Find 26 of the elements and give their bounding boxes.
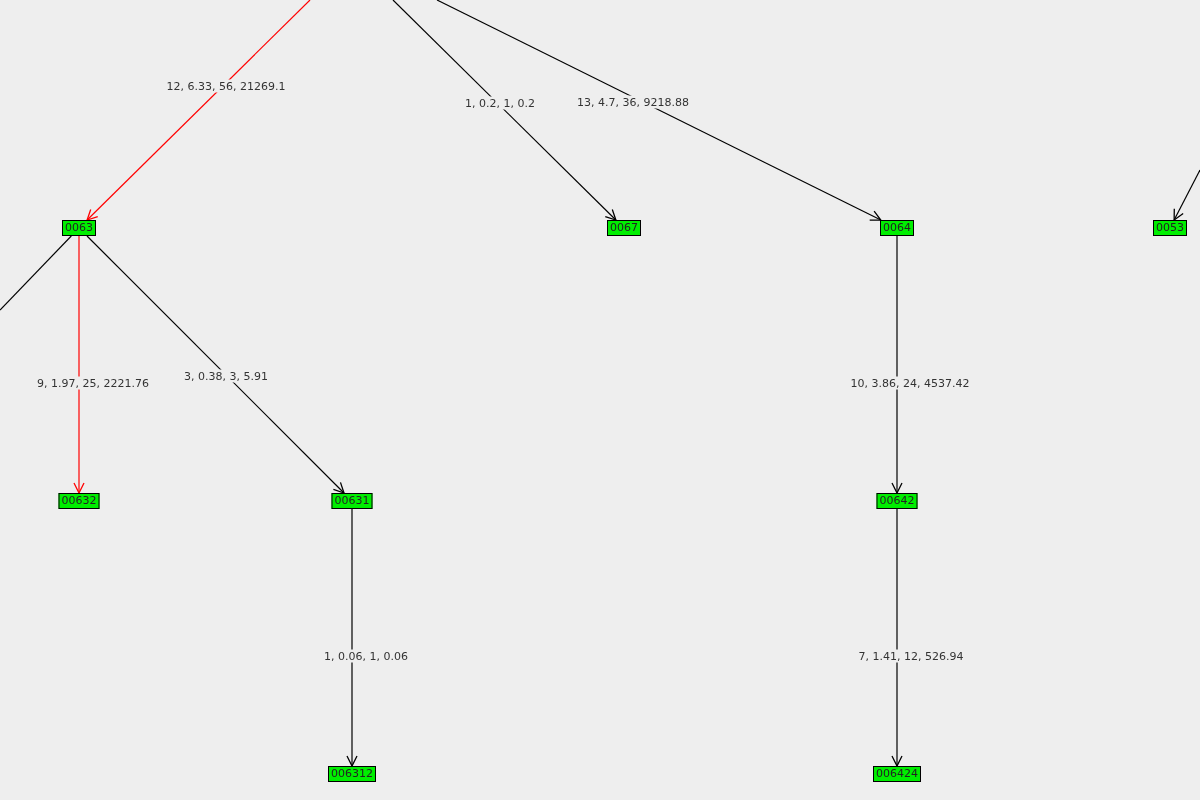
- arrow: [73, 235, 85, 494]
- node-box: 00632: [58, 493, 100, 509]
- arrow: [346, 508, 358, 767]
- edge-label: 13, 4.7, 36, 9218.88: [576, 95, 690, 109]
- edge-label: 3, 0.38, 3, 5.91: [183, 369, 269, 383]
- arrow: [392, 0, 617, 221]
- arrow: [891, 235, 903, 494]
- node-box: 0064: [880, 220, 914, 236]
- edge-label: 12, 6.33, 56, 21269.1: [165, 79, 287, 93]
- arrow: [86, 235, 345, 494]
- edge-label: 1, 0.2, 1, 0.2: [464, 96, 536, 110]
- arrow: [891, 508, 903, 767]
- arrow: [86, 0, 311, 221]
- node-box: 0063: [62, 220, 96, 236]
- arrow: [436, 0, 882, 221]
- node-box: 006312: [328, 766, 376, 782]
- node-box: 00631: [331, 493, 373, 509]
- arrow: [1173, 169, 1200, 221]
- node-box: 0053: [1153, 220, 1187, 236]
- edge-label: 9, 1.97, 25, 2221.76: [36, 376, 150, 390]
- edge-label: 10, 3.86, 24, 4537.42: [849, 376, 971, 390]
- node-box: 00642: [876, 493, 918, 509]
- edge-label: 7, 1.41, 12, 526.94: [857, 649, 965, 663]
- node-box: 006424: [873, 766, 921, 782]
- edge-label: 1, 0.06, 1, 0.06: [323, 649, 409, 663]
- node-box: 0067: [607, 220, 641, 236]
